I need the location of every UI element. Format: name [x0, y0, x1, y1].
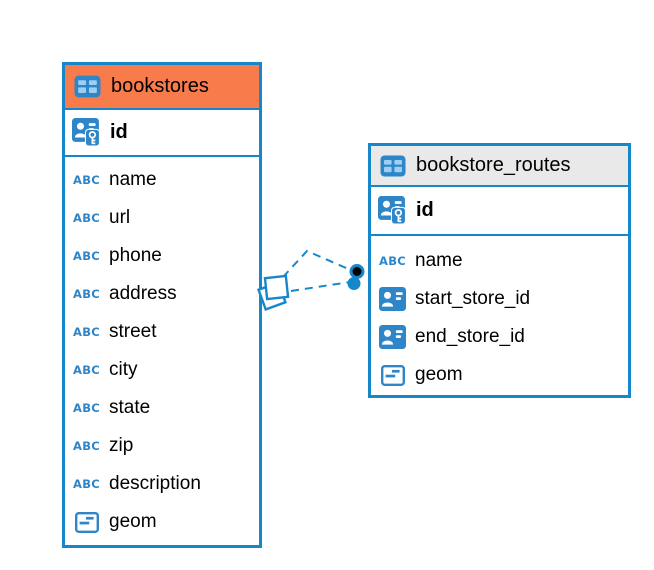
- column-label: phone: [109, 245, 162, 266]
- column-row-state[interactable]: ABC state: [65, 389, 259, 427]
- relationship-connector[interactable]: [250, 235, 390, 320]
- column-label: name: [109, 169, 157, 190]
- column-label: zip: [109, 435, 134, 456]
- column-label: name: [415, 250, 463, 271]
- column-label: geom: [109, 511, 157, 532]
- column-row-id[interactable]: id: [371, 187, 628, 236]
- column-row-address[interactable]: ABC address: [65, 275, 259, 313]
- column-row-name[interactable]: ABC name: [65, 161, 259, 199]
- column-label: geom: [415, 364, 463, 385]
- column-label: street: [109, 321, 157, 342]
- relationship-line-upper[interactable]: [282, 249, 354, 278]
- entity-title: bookstores: [111, 75, 209, 97]
- primary-key-icon: [72, 118, 101, 147]
- column-row-start-store-id[interactable]: start_store_id: [371, 280, 628, 318]
- text-type-icon: ABC: [73, 401, 101, 415]
- entity-title: bookstore_routes: [416, 154, 571, 176]
- table-icon: [380, 155, 406, 177]
- column-row-url[interactable]: ABC url: [65, 199, 259, 237]
- text-type-icon: ABC: [73, 325, 101, 339]
- column-label: end_store_id: [415, 326, 525, 347]
- entity-bookstores-header[interactable]: bookstores: [65, 65, 259, 110]
- relationship-end-dot-front: [349, 264, 365, 279]
- column-row-city[interactable]: ABC city: [65, 351, 259, 389]
- text-type-icon: ABC: [73, 363, 101, 377]
- text-type-icon: ABC: [73, 477, 101, 491]
- column-row-geom[interactable]: geom: [65, 503, 259, 541]
- column-row-street[interactable]: ABC street: [65, 313, 259, 351]
- column-row-description[interactable]: ABC description: [65, 465, 259, 503]
- column-row-end-store-id[interactable]: end_store_id: [371, 318, 628, 356]
- entity-bookstore-routes[interactable]: bookstore_routes id ABC name start_store…: [368, 143, 631, 398]
- struct-type-icon: [381, 365, 405, 386]
- column-label: url: [109, 207, 131, 228]
- column-row-phone[interactable]: ABC phone: [65, 237, 259, 275]
- table-icon: [74, 75, 101, 98]
- relationship-end-square-front: [263, 274, 290, 301]
- column-row-zip[interactable]: ABC zip: [65, 427, 259, 465]
- primary-key-icon: [378, 196, 407, 225]
- column-row-geom[interactable]: geom: [371, 356, 628, 394]
- column-label: state: [109, 397, 151, 418]
- column-label: id: [110, 121, 128, 143]
- column-list: ABC name start_store_id end_store_id geo…: [371, 236, 628, 394]
- reference-id-icon: [379, 325, 406, 349]
- relationship-end-dot-back: [347, 277, 361, 290]
- text-type-icon: ABC: [379, 254, 407, 268]
- entity-bookstore-routes-header[interactable]: bookstore_routes: [371, 146, 628, 187]
- text-type-icon: ABC: [73, 211, 101, 225]
- text-type-icon: ABC: [73, 287, 101, 301]
- column-label: description: [109, 473, 201, 494]
- column-label: start_store_id: [415, 288, 531, 309]
- column-label: city: [109, 359, 138, 380]
- column-label: address: [109, 283, 177, 304]
- text-type-icon: ABC: [73, 249, 101, 263]
- struct-type-icon: [75, 512, 99, 533]
- text-type-icon: ABC: [73, 173, 101, 187]
- entity-bookstores[interactable]: bookstores id ABC name ABC url ABC phone…: [62, 62, 262, 548]
- column-row-name[interactable]: ABC name: [371, 242, 628, 280]
- column-row-id[interactable]: id: [65, 110, 259, 157]
- text-type-icon: ABC: [73, 439, 101, 453]
- column-label: id: [416, 199, 434, 221]
- relationship-line-lower[interactable]: [290, 281, 351, 292]
- column-list: ABC name ABC url ABC phone ABC address A…: [65, 157, 259, 541]
